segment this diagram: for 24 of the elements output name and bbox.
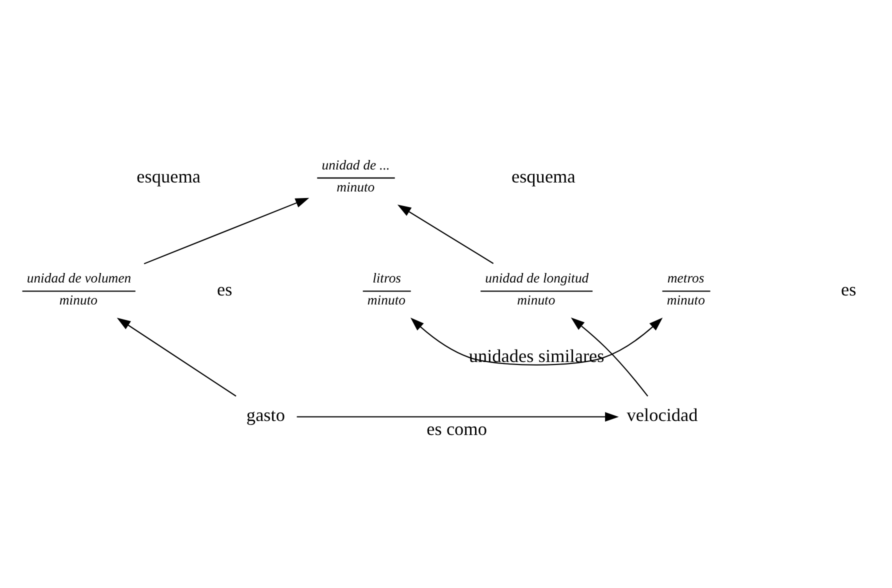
node-label: minuto: [367, 292, 406, 308]
arrow: [397, 204, 494, 264]
node-label: unidad de longitud: [485, 270, 589, 286]
edge-label: unidades similares: [468, 346, 604, 366]
node-label: unidad de ...: [322, 158, 390, 173]
label: es: [840, 279, 856, 300]
node-label: minuto: [59, 292, 98, 308]
label: es: [216, 279, 232, 300]
label: esquema: [136, 166, 201, 186]
arrow: [296, 412, 619, 422]
arrow: [116, 318, 236, 397]
node-label: metros: [667, 270, 704, 286]
arrow: [570, 318, 648, 397]
arrow: [410, 318, 663, 366]
label: esquema: [511, 166, 576, 186]
node-label: unidad de volumen: [26, 270, 132, 286]
node-label: minuto: [336, 179, 375, 194]
node-label: minuto: [666, 292, 705, 308]
node-label: litros: [372, 270, 402, 286]
node-text: velocidad: [626, 405, 698, 426]
node-label: minuto: [517, 292, 556, 308]
edge-label: es como: [426, 418, 488, 439]
node-text: gasto: [246, 405, 285, 426]
arrow: [144, 198, 310, 264]
